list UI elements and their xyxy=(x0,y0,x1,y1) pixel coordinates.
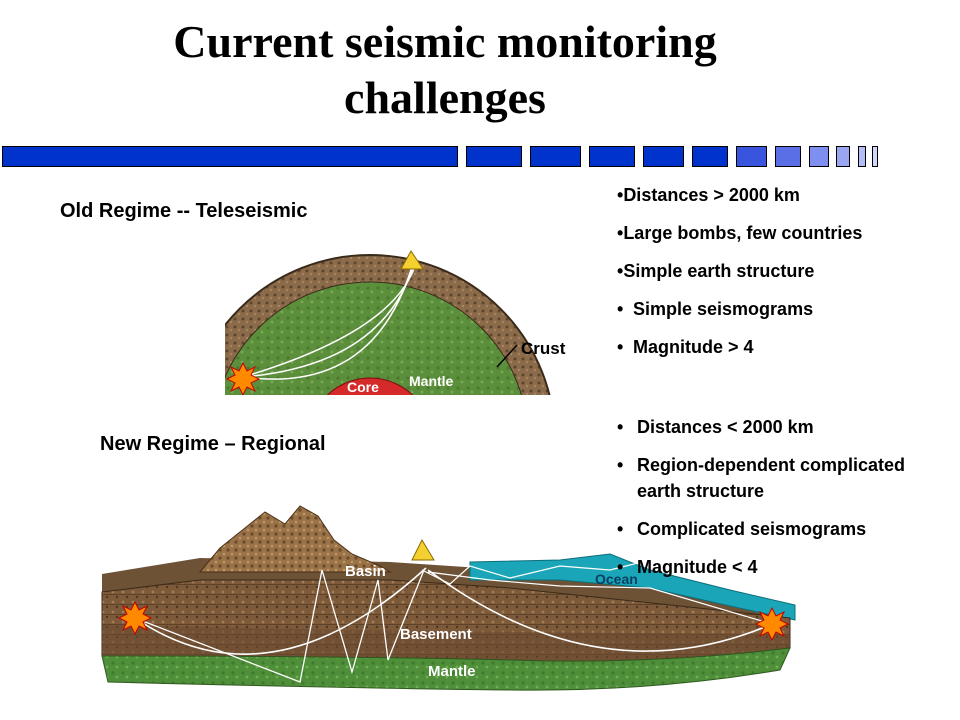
slide-title: Current seismic monitoring challenges xyxy=(0,14,890,126)
crust-pointer xyxy=(496,344,518,368)
bar-segment xyxy=(872,146,878,167)
new-regime-bullet-list: • Distances < 2000 km • Region-dependent c… xyxy=(617,414,937,592)
mantle-band xyxy=(101,647,791,691)
bar-segment xyxy=(466,146,522,167)
new-regime-label: New Regime – Regional xyxy=(100,433,326,455)
seismic-station-icon xyxy=(411,538,435,561)
ray-path xyxy=(427,569,773,652)
bullet-text: Simple earth structure xyxy=(623,261,815,281)
core-label: Core xyxy=(347,379,379,395)
bullet-text: Region-dependent complicated earth struc… xyxy=(637,455,906,501)
bullet-marker: • xyxy=(617,455,624,475)
bullet-item: •Simple earth structure xyxy=(617,258,867,284)
bullet-marker: • xyxy=(617,261,624,281)
old-regime-label: Old Regime -- Teleseismic xyxy=(60,200,308,222)
title-line-1: Current seismic monitoring xyxy=(173,16,717,67)
decorative-bar-row xyxy=(0,146,960,168)
ray-path xyxy=(242,258,418,378)
bullet-marker: • xyxy=(617,557,624,577)
bullet-item: •Large bombs, few countries xyxy=(617,220,867,246)
bullet-text: Magnitude < 4 xyxy=(637,557,758,577)
epicenter-burst-icon xyxy=(754,606,790,642)
bar-segment xyxy=(589,146,635,167)
bullet-marker: • xyxy=(617,299,624,319)
teleseismic-earth-diagram: Crust Mantle Core xyxy=(225,250,566,395)
bullet-marker: • xyxy=(617,519,624,539)
epicenter-burst-icon xyxy=(117,600,153,636)
bar-segment xyxy=(858,146,866,167)
basement-label: Basement xyxy=(400,626,472,643)
bar-segment xyxy=(530,146,581,167)
bullet-marker: • xyxy=(617,417,624,437)
bar-segment xyxy=(2,146,458,167)
title-line-2: challenges xyxy=(344,72,546,123)
bar-segment xyxy=(836,146,850,167)
bullet-text: Large bombs, few countries xyxy=(623,223,863,243)
ray-path xyxy=(427,571,773,625)
old-regime-bullet-list: •Distances > 2000 km •Large bombs, few c… xyxy=(617,182,867,372)
ray-path xyxy=(134,567,427,655)
bar-segment xyxy=(643,146,684,167)
bullet-item: • Simple seismograms xyxy=(617,296,867,322)
regional-cross-section-diagram: New Regime – Regional Basin Ocean Baseme… xyxy=(100,433,796,691)
bullet-marker: • xyxy=(617,223,624,243)
basin-label: Basin xyxy=(345,563,386,580)
bullet-item: • Magnitude < 4 xyxy=(617,554,937,580)
bullet-marker: • xyxy=(617,337,624,357)
bar-segment xyxy=(736,146,767,167)
mountain-range xyxy=(198,505,392,573)
bullet-text: Simple seismograms xyxy=(633,299,814,319)
core-layer xyxy=(326,377,414,395)
bar-segment xyxy=(809,146,829,167)
mantle-label: Mantle xyxy=(409,373,454,389)
ray-path xyxy=(421,559,651,585)
ocean-label: Ocean xyxy=(595,571,638,587)
bullet-text: Distances < 2000 km xyxy=(637,417,814,437)
crust-label: Crust xyxy=(521,339,566,358)
bullet-item: • Distances < 2000 km xyxy=(617,414,937,440)
bullet-text: Magnitude > 4 xyxy=(633,337,754,357)
bar-segment xyxy=(692,146,728,167)
bullet-clip-mask xyxy=(610,383,780,393)
ray-path xyxy=(134,569,425,683)
bullet-item: • Complicated seismograms xyxy=(617,516,937,542)
mantle-label: Mantle xyxy=(428,663,476,680)
bullet-item: • Magnitude > 4 xyxy=(617,334,867,360)
seismic-station-icon xyxy=(400,250,424,270)
bullet-item: •Distances > 2000 km xyxy=(617,182,867,208)
epicenter-burst-icon xyxy=(225,361,261,395)
bullet-item: • Region-dependent complicated earth stru… xyxy=(617,452,937,504)
bullet-text: Complicated seismograms xyxy=(637,519,867,539)
bullet-text: Distances > 2000 km xyxy=(623,185,800,205)
ocean-layer xyxy=(469,553,796,621)
bullet-marker: • xyxy=(617,185,624,205)
bar-segment xyxy=(775,146,801,167)
